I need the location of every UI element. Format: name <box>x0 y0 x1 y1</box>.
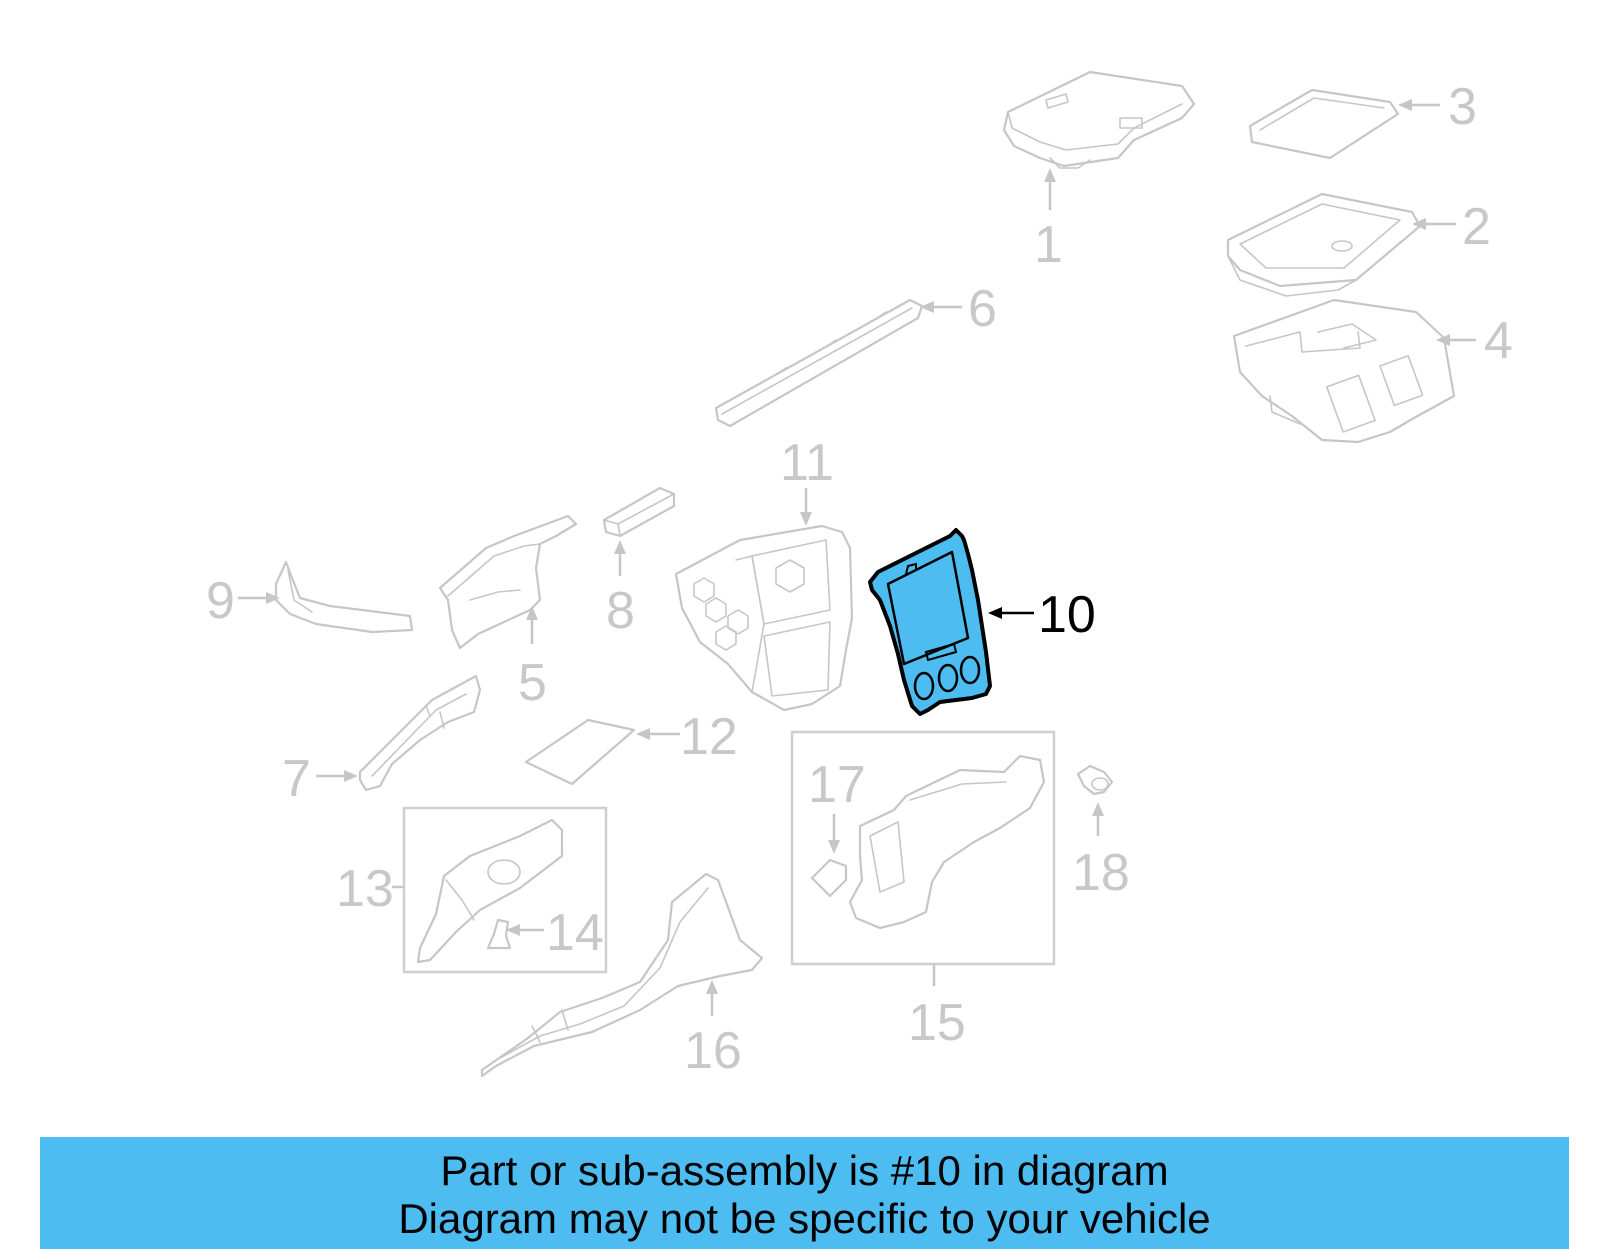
svg-text:7: 7 <box>282 750 311 808</box>
svg-text:17: 17 <box>808 756 866 814</box>
callout-11: 11 <box>780 434 834 526</box>
callout-2: 2 <box>1412 198 1491 256</box>
part-18-knob[interactable] <box>1076 764 1114 796</box>
callout-17: 17 <box>808 756 866 854</box>
part-7-bracket[interactable] <box>358 674 482 792</box>
callout-4: 4 <box>1436 312 1513 370</box>
svg-text:16: 16 <box>684 1022 742 1080</box>
svg-text:3: 3 <box>1448 78 1477 136</box>
svg-text:8: 8 <box>606 582 635 640</box>
part-12-pad[interactable] <box>524 718 636 786</box>
callout-9: 9 <box>206 572 280 630</box>
callout-10: 10 <box>988 586 1096 644</box>
part-3-lid-pad[interactable] <box>1248 88 1400 160</box>
svg-text:5: 5 <box>518 654 547 712</box>
part-16-lower-trim[interactable] <box>480 872 764 1078</box>
callout-5: 5 <box>518 606 547 712</box>
part-2-tray[interactable] <box>1226 192 1422 297</box>
group-box-15 <box>790 730 1056 966</box>
svg-text:12: 12 <box>680 708 738 766</box>
part-11-center-bracket[interactable] <box>674 524 854 712</box>
banner-line-1: Part or sub-assembly is #10 in diagram <box>440 1147 1169 1194</box>
part-5-panel-bracket[interactable] <box>438 514 578 650</box>
part-13-glovebox-frame[interactable] <box>416 818 564 964</box>
callout-8: 8 <box>606 540 635 640</box>
callout-12: 12 <box>636 708 738 766</box>
callout-13: 13 <box>336 860 404 918</box>
callout-6: 6 <box>920 280 997 338</box>
svg-text:11: 11 <box>780 434 834 492</box>
svg-text:2: 2 <box>1462 198 1491 256</box>
part-15-glovebox[interactable] <box>848 754 1046 930</box>
svg-text:4: 4 <box>1484 312 1513 370</box>
svg-text:14: 14 <box>546 904 604 962</box>
part-10-control-bezel[interactable] <box>868 528 992 716</box>
svg-text:13: 13 <box>336 860 394 918</box>
svg-text:9: 9 <box>206 572 235 630</box>
group-box-13 <box>402 806 608 974</box>
svg-text:15: 15 <box>908 994 966 1052</box>
svg-text:6: 6 <box>968 280 997 338</box>
callout-7: 7 <box>282 750 358 808</box>
svg-text:10: 10 <box>1038 586 1096 644</box>
part-1-console-lid[interactable] <box>1002 70 1196 169</box>
svg-text:18: 18 <box>1072 844 1130 902</box>
part-6-trim-strip[interactable] <box>714 298 924 428</box>
callout-3: 3 <box>1398 78 1477 136</box>
part-8-clip[interactable] <box>602 486 676 538</box>
part-14-clip[interactable] <box>486 918 512 950</box>
callout-15: 15 <box>908 964 966 1052</box>
callout-16: 16 <box>684 980 742 1080</box>
svg-text:1: 1 <box>1034 216 1063 274</box>
callout-18: 18 <box>1072 802 1130 902</box>
info-banner: Part or sub-assembly is #10 in diagram D… <box>40 1137 1569 1249</box>
part-4-console-panel[interactable] <box>1232 298 1456 444</box>
part-17-switch[interactable] <box>810 858 848 898</box>
callout-1: 1 <box>1034 168 1063 274</box>
banner-line-2: Diagram may not be specific to your vehi… <box>398 1195 1211 1242</box>
part-9-side-bracket[interactable] <box>274 560 414 634</box>
callout-14: 14 <box>506 904 604 962</box>
